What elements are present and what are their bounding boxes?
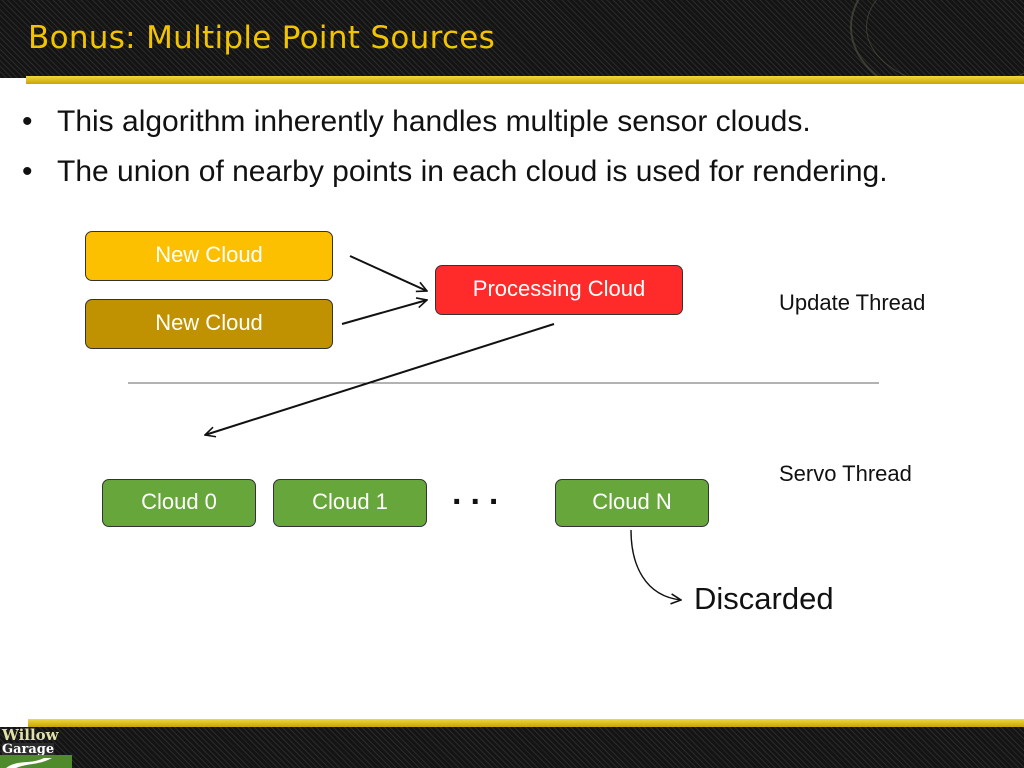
cloud-n-box: Cloud N <box>555 479 709 527</box>
bullet-item: • The union of nearby points in each clo… <box>22 152 888 202</box>
arrow-new-cloud-1-to-processing <box>349 255 427 291</box>
slide-title: Bonus: Multiple Point Sources <box>28 20 496 56</box>
bullet-item: • This algorithm inherently handles mult… <box>22 102 888 152</box>
university-seal <box>850 0 1024 78</box>
bullet-text: The union of nearby points in each cloud… <box>57 155 888 188</box>
arrow-new-cloud-2-to-processing <box>341 300 427 325</box>
processing-cloud-box: Processing Cloud <box>435 265 683 315</box>
ellipsis: ... <box>452 474 508 512</box>
new-cloud-box-1: New Cloud <box>85 231 333 281</box>
bullet-marker: • <box>22 155 33 188</box>
willow-garage-logo: Willow Garage <box>0 727 72 768</box>
logo-text-garage: Garage <box>2 742 55 757</box>
slide-footer <box>0 727 1024 768</box>
header-divider <box>26 76 1024 84</box>
arrow-processing-to-cloud-0 <box>205 323 555 435</box>
update-thread-label: Update Thread <box>779 290 926 315</box>
slide-header <box>0 0 1024 78</box>
arrow-cloud-n-to-discarded <box>630 529 681 600</box>
footer-divider <box>28 719 1024 727</box>
discarded-label: Discarded <box>694 581 834 616</box>
logo-text-willow: Willow <box>2 727 59 744</box>
new-cloud-box-2: New Cloud <box>85 299 333 349</box>
servo-thread-label: Servo Thread <box>779 461 912 486</box>
bullet-list: • This algorithm inherently handles mult… <box>22 102 888 202</box>
logo-road-icon <box>0 755 72 768</box>
cloud-0-box: Cloud 0 <box>102 479 256 527</box>
bullet-marker: • <box>22 105 33 138</box>
cloud-1-box: Cloud 1 <box>273 479 427 527</box>
bullet-text: This algorithm inherently handles multip… <box>57 105 811 138</box>
